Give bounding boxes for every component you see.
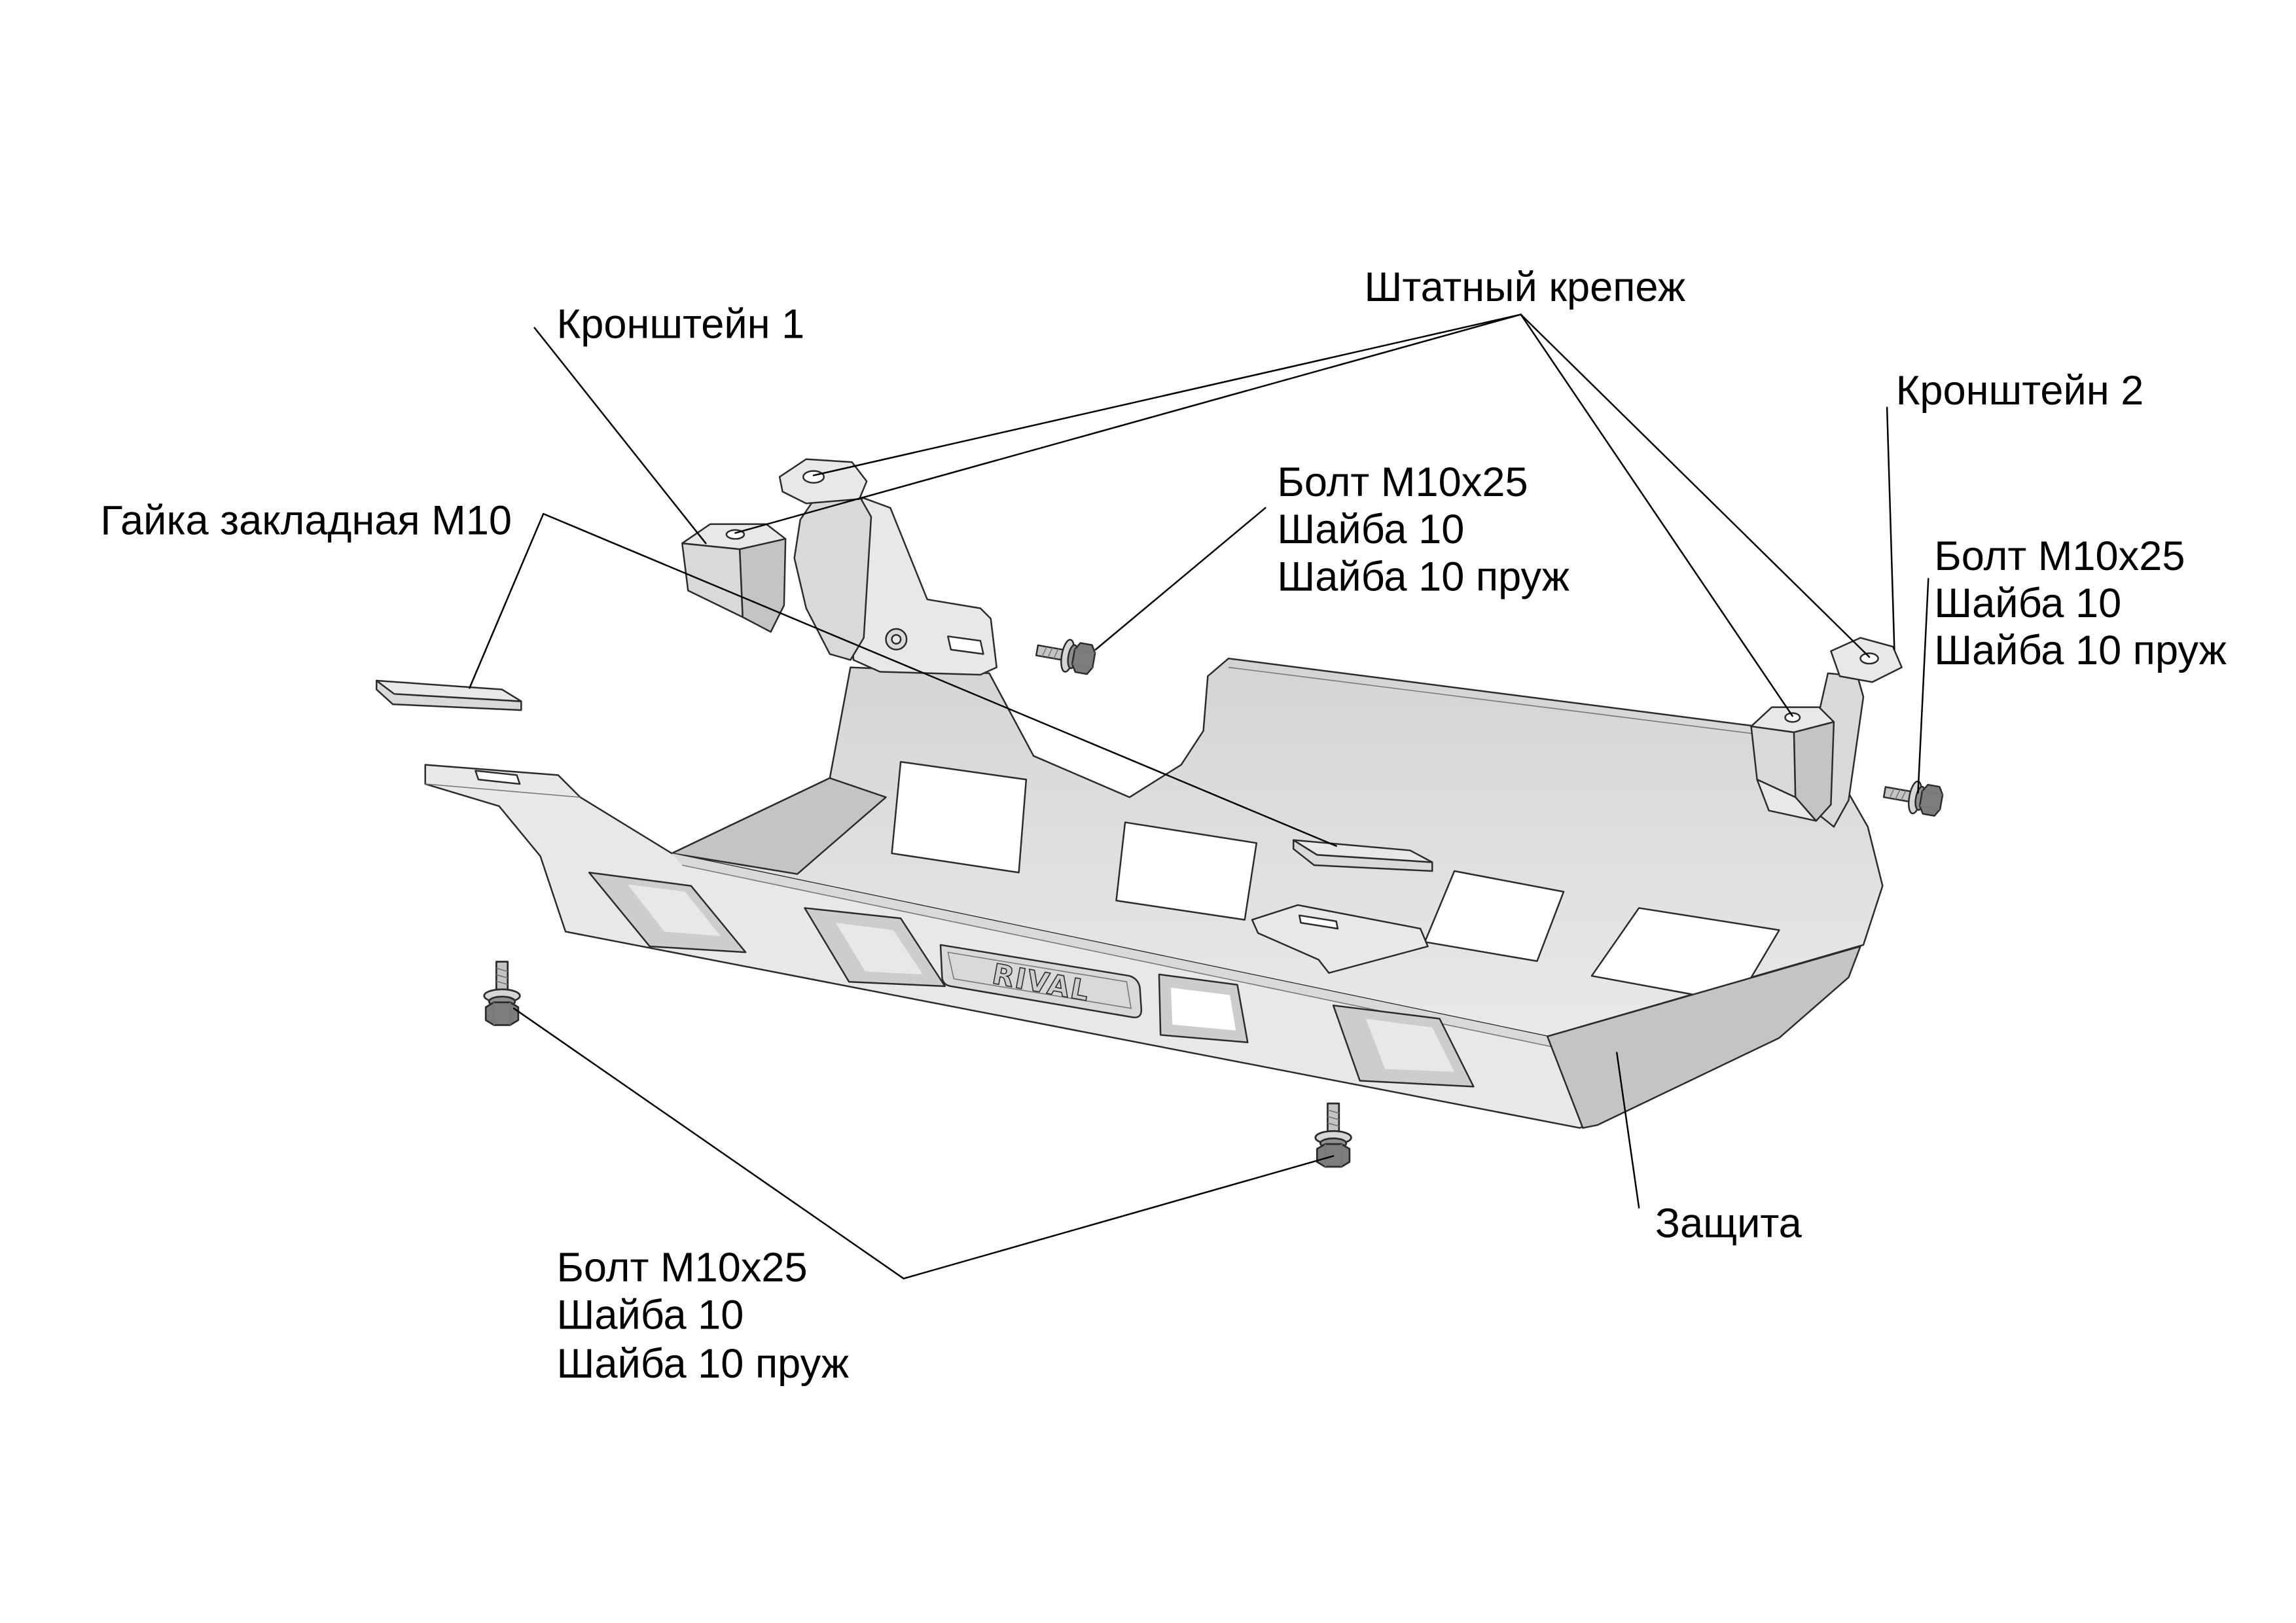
label-fastener-right-washer: Шайба 10 [1934,580,2121,626]
leader-line-fastener-set-bottom [512,1007,905,1279]
leader-line-standard-fasteners [812,313,1522,476]
label-fastener-right-bolt: Болт М10x25 [1934,533,2185,579]
bolt-assembly-right [1882,780,1944,817]
weld-nut-plate-left [376,679,522,711]
label-bracket-2: Кронштейн 2 [1896,368,2144,414]
bracket-1-block-front [681,542,744,618]
label-fastener-right-spring-washer: Шайба 10 пруж [1934,628,2227,673]
bracket-1-slot [947,635,984,655]
leader-line-fastener-set-top [1094,507,1266,651]
guard-fold [672,853,1552,1047]
label-fastener-bottom-bolt: Болт М10x25 [556,1245,807,1291]
bolt-assembly-bottom-center [1314,1102,1352,1168]
leader-line-fastener-set-bottom [903,1155,1335,1279]
bracket-1-upright [793,491,872,661]
leader-line-standard-fasteners [1520,313,1871,658]
bracket-1-block-side [738,538,787,633]
guard-slotted-tab-slot [1298,914,1339,930]
weld-nut-plate-center [1292,839,1433,872]
guard-rear-hole [1424,870,1565,962]
guard-front-hole [804,907,946,988]
leader-line-standard-fasteners [734,313,1522,534]
guard-left-end-wall [671,777,887,875]
guard-front-hole [1332,1005,1475,1088]
leader-line-guard [1616,1052,1640,1209]
bracket-2-block-side [1793,721,1835,822]
leader-line-weld-nut [542,512,1337,847]
bracket-2-block-hole [1784,712,1801,723]
guard-rear-hole [1115,821,1258,921]
label-weld-nut: Гайка закладная М10 [100,498,512,544]
bracket-2-top-hole [1859,652,1879,665]
bracket-2-foot [1756,778,1818,822]
bracket-1 [681,458,998,676]
leader-line-bracket-1 [533,327,707,544]
label-fastener-bottom-spring-washer: Шайба 10 пруж [556,1341,849,1387]
guard-front-hole [588,872,747,954]
guard-left-tab-slot [475,770,521,785]
leader-line-bracket-2 [1886,406,1895,651]
leader-line-standard-fasteners [1520,313,1793,717]
label-fastener-top-spring-washer: Шайба 10 пруж [1277,554,1570,599]
leader-line-fastener-set-right [1917,578,1929,794]
leader-lines [469,313,1929,1279]
guard-front-hole [1158,973,1249,1043]
bolt-assembly-top [1035,639,1096,675]
guard-front: RIVAL [424,764,1861,1129]
bolt-assembly-bottom-left [483,961,521,1026]
label-fastener-bottom-washer: Шайба 10 [556,1292,744,1338]
leader-line-weld-nut [469,512,545,689]
label-guard: Защита [1655,1201,1803,1247]
guard-rear-edge-thickness [1228,666,1755,735]
bracket-2 [1750,637,1903,828]
label-fastener-top-bolt: Болт М10x25 [1277,459,1528,505]
label-fastener-top-washer: Шайба 10 [1277,507,1464,552]
labels: Кронштейн 1 Штатный крепеж Кронштейн 2 Г… [100,264,2227,1387]
guard-plate [671,657,1884,1037]
bracket-1-top-hole [802,470,825,484]
bracket-1-top-tab [778,458,868,505]
guard-rear-hole [891,760,1028,874]
guard-slotted-tab [1251,904,1429,974]
label-standard-fasteners: Штатный крепеж [1364,264,1685,310]
guard-right-end-wall [1546,945,1861,1129]
label-bracket-1: Кронштейн 1 [556,302,804,348]
